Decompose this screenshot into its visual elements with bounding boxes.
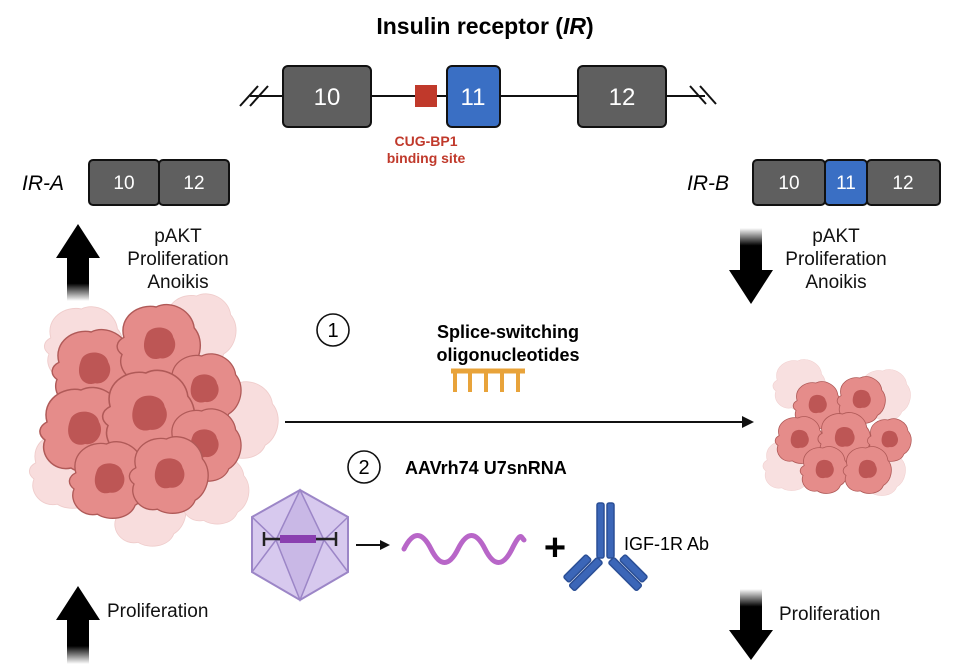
antibody-icon [563,502,648,592]
antibody-label: IGF-1R Ab [624,534,709,554]
right-effect-line3: Anoikis [805,272,866,293]
bottom-right-effect: Proliferation [779,604,880,625]
title: Insulin receptor (IR) [376,13,593,39]
ir-b-exon-11-label: 11 [836,173,856,194]
ir-b-label: IR-B [687,172,729,195]
ir-a-exon-10-label: 10 [113,173,134,194]
expression-arrow [356,540,390,550]
break-mark-right [689,85,717,105]
gene-structure: 10 11 12 CUG-BP1 binding site [239,65,717,166]
left-effect-line2: Proliferation [127,249,228,270]
u7snrna-wave-icon [401,533,527,565]
step-1-label-line2: oligonucleotides [436,345,579,365]
step-2-number: 2 [358,457,369,479]
aav-capsid-icon [251,488,349,603]
left-effect-line1: pAKT [154,226,202,247]
plus-sign: + [544,527,566,569]
step-1: 1 Splice-switching oligonucleotides [316,313,580,392]
oligonucleotide-icon [451,368,525,392]
exon-10-label: 10 [314,84,341,111]
ir-b-exon-12 [866,159,941,206]
step-1-circle [316,313,350,347]
left-effect-line3: Anoikis [147,272,208,293]
ir-b-exon-10-label: 10 [778,173,799,194]
ir-a-exon-12-label: 12 [183,173,204,194]
step-2-circle [347,450,381,484]
right-effect-line1: pAKT [812,226,860,247]
exon-11-label: 11 [461,84,486,111]
break-mark-left [239,85,269,107]
ir-a-label: IR-A [22,172,64,195]
ir-a-exon-12 [158,159,230,206]
step-2-label: AAVrh74 U7snRNA [405,458,567,478]
step-1-number: 1 [327,320,338,342]
up-arrow-top-left [56,224,100,301]
up-arrow-bottom-left [56,586,100,664]
binding-site-marker [415,85,437,107]
step-2: 2 AAVrh74 U7snRNA [347,450,567,484]
binding-site-label-line1: CUG-BP1 [394,133,457,149]
treatment-arrow [285,416,754,428]
step-1-label-line1: Splice-switching [437,322,579,342]
transgene-cassette-icon [262,532,338,546]
isoform-ir-b: IR-B 10 11 12 [687,159,941,206]
exon-12-label: 12 [609,84,636,111]
exon-11 [446,65,501,128]
exon-10 [282,65,372,128]
right-effect-line2: Proliferation [785,249,886,270]
down-arrow-top-right [729,228,773,304]
isoform-ir-a: IR-A 10 12 [22,159,230,206]
exon-12 [577,65,667,128]
bottom-left-effect: Proliferation [107,601,208,622]
down-arrow-bottom-right [729,589,773,660]
binding-site-label-line2: binding site [387,150,466,166]
ir-b-exon-12-label: 12 [892,173,913,194]
tumor-cluster-large [28,293,279,547]
tumor-cluster-small [762,359,912,496]
